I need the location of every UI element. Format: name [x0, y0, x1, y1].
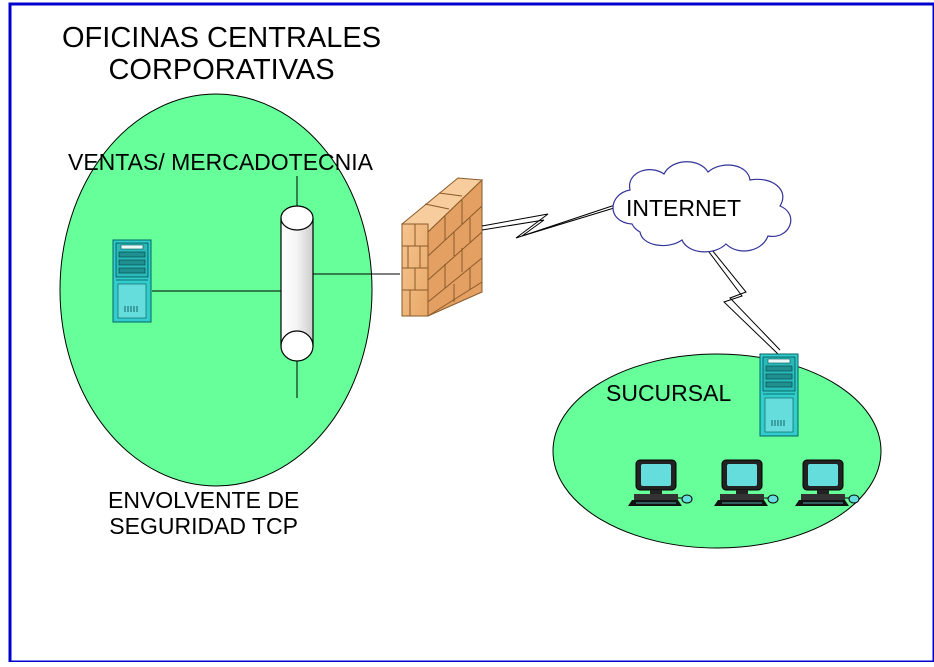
backbone-cylinder — [280, 205, 314, 362]
firewall-icon — [400, 177, 484, 317]
wan-link-internet-branch-edge — [711, 249, 781, 351]
branch-workstation-icon — [795, 459, 860, 506]
security-envelope-line1: ENVOLVENTE DE — [108, 487, 300, 513]
branch-workstation-icon — [628, 459, 693, 506]
branch-server-icon — [759, 353, 799, 437]
headquarters-security-zone — [59, 93, 373, 487]
internet-label: INTERNET — [626, 195, 741, 221]
headquarters-title-line2: CORPORATIVAS — [108, 54, 335, 87]
department-label: VENTAS/ MERCADOTECNIA — [68, 149, 373, 175]
wan-link-firewall-internet — [481, 201, 625, 239]
internet-cloud-icon — [612, 161, 792, 253]
security-envelope-line2: SEGURIDAD TCP — [109, 512, 298, 539]
headquarters-server-icon — [112, 239, 152, 323]
wan-link-firewall-internet-edge — [481, 204, 625, 237]
branch-label: SUCURSAL — [606, 381, 732, 401]
headquarters-title-line1: OFICINAS CENTRALES — [62, 22, 382, 54]
headquarters-title: OFICINAS CENTRALES CORPORATIVAS — [62, 22, 381, 87]
wan-link-internet-branch — [705, 247, 779, 355]
security-envelope-label: ENVOLVENTE DE SEGURIDAD TCP — [108, 487, 300, 540]
branch-workstation-icon — [714, 459, 779, 506]
